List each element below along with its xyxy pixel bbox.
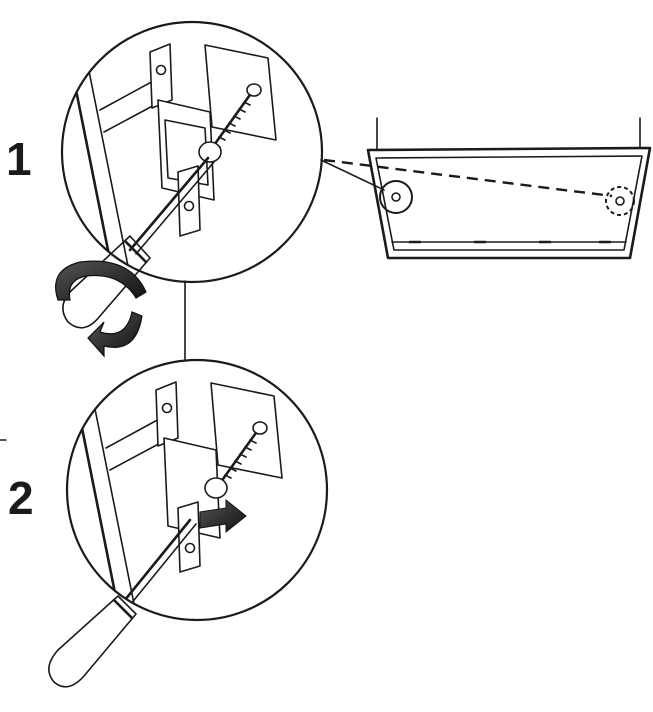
spring-screw-shaft [216, 428, 260, 488]
screwdriver-shaft [118, 518, 192, 608]
mounting-plate-upper [149, 43, 173, 109]
screw-head-target [198, 141, 222, 163]
latch-plate-sliding [177, 501, 201, 573]
push-arrow-icon [199, 498, 247, 534]
screw-head-loosened [204, 477, 228, 499]
step1-detail [55, 20, 324, 358]
dashed-leader-line [323, 158, 613, 198]
fixture-overview [320, 117, 652, 260]
step1-magnifier-circle [60, 20, 324, 284]
step2-magnifier-circle [65, 358, 329, 622]
step-number-1: 1 [6, 133, 32, 185]
frame-rail-inner [85, 55, 135, 282]
callout-circle-left [379, 180, 413, 214]
panel-frame-outer [366, 146, 652, 260]
step2-detail [48, 358, 329, 688]
screwdriver-handle [48, 595, 137, 688]
screwdriver-icon [48, 595, 137, 688]
step-number-2: 2 [8, 472, 34, 524]
spring-screw-shaft [210, 90, 254, 150]
screwdriver-shaft [128, 156, 210, 252]
panel-frame-inner [375, 155, 643, 251]
plate-hole-upper [155, 64, 167, 76]
rotation-arrow-icon [55, 260, 147, 358]
bracket-back [204, 44, 277, 141]
callout-circle-right [605, 186, 635, 216]
bracket-back [210, 382, 283, 479]
mounting-plate-upper [155, 381, 179, 447]
leader-line-lower [320, 159, 385, 191]
screw-head-top [246, 83, 262, 97]
